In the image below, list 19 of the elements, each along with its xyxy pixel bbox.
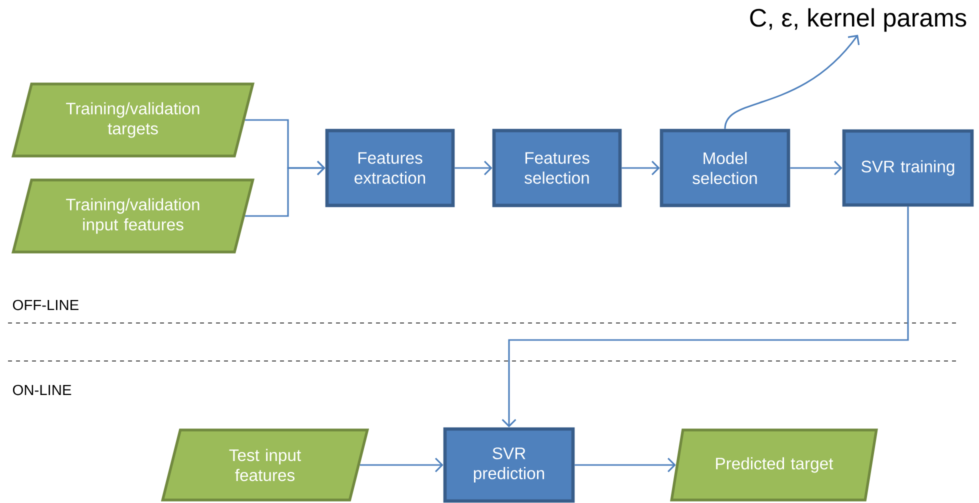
process-box: Model selection bbox=[660, 128, 790, 208]
arrow bbox=[502, 206, 909, 428]
data-parallelogram: Predicted target bbox=[670, 428, 878, 502]
output-label: C, ε, kernel params bbox=[750, 8, 966, 32]
process-box: Features extraction bbox=[325, 128, 455, 208]
arrow bbox=[454, 160, 492, 176]
arrow bbox=[724, 34, 860, 130]
arrow bbox=[245, 160, 326, 217]
section-label: OFF-LINE bbox=[12, 300, 78, 310]
data-parallelogram: Training/validation input features bbox=[12, 178, 255, 254]
arrow bbox=[622, 160, 660, 176]
arrow bbox=[790, 160, 842, 176]
arrow bbox=[574, 458, 676, 472]
data-parallelogram: Training/validation targets bbox=[12, 82, 255, 158]
process-box: SVR training bbox=[842, 129, 974, 207]
arrow bbox=[360, 458, 444, 472]
section-label: ON-LINE bbox=[12, 384, 72, 396]
process-box: SVR prediction bbox=[443, 427, 575, 503]
process-box: Features selection bbox=[492, 128, 622, 208]
